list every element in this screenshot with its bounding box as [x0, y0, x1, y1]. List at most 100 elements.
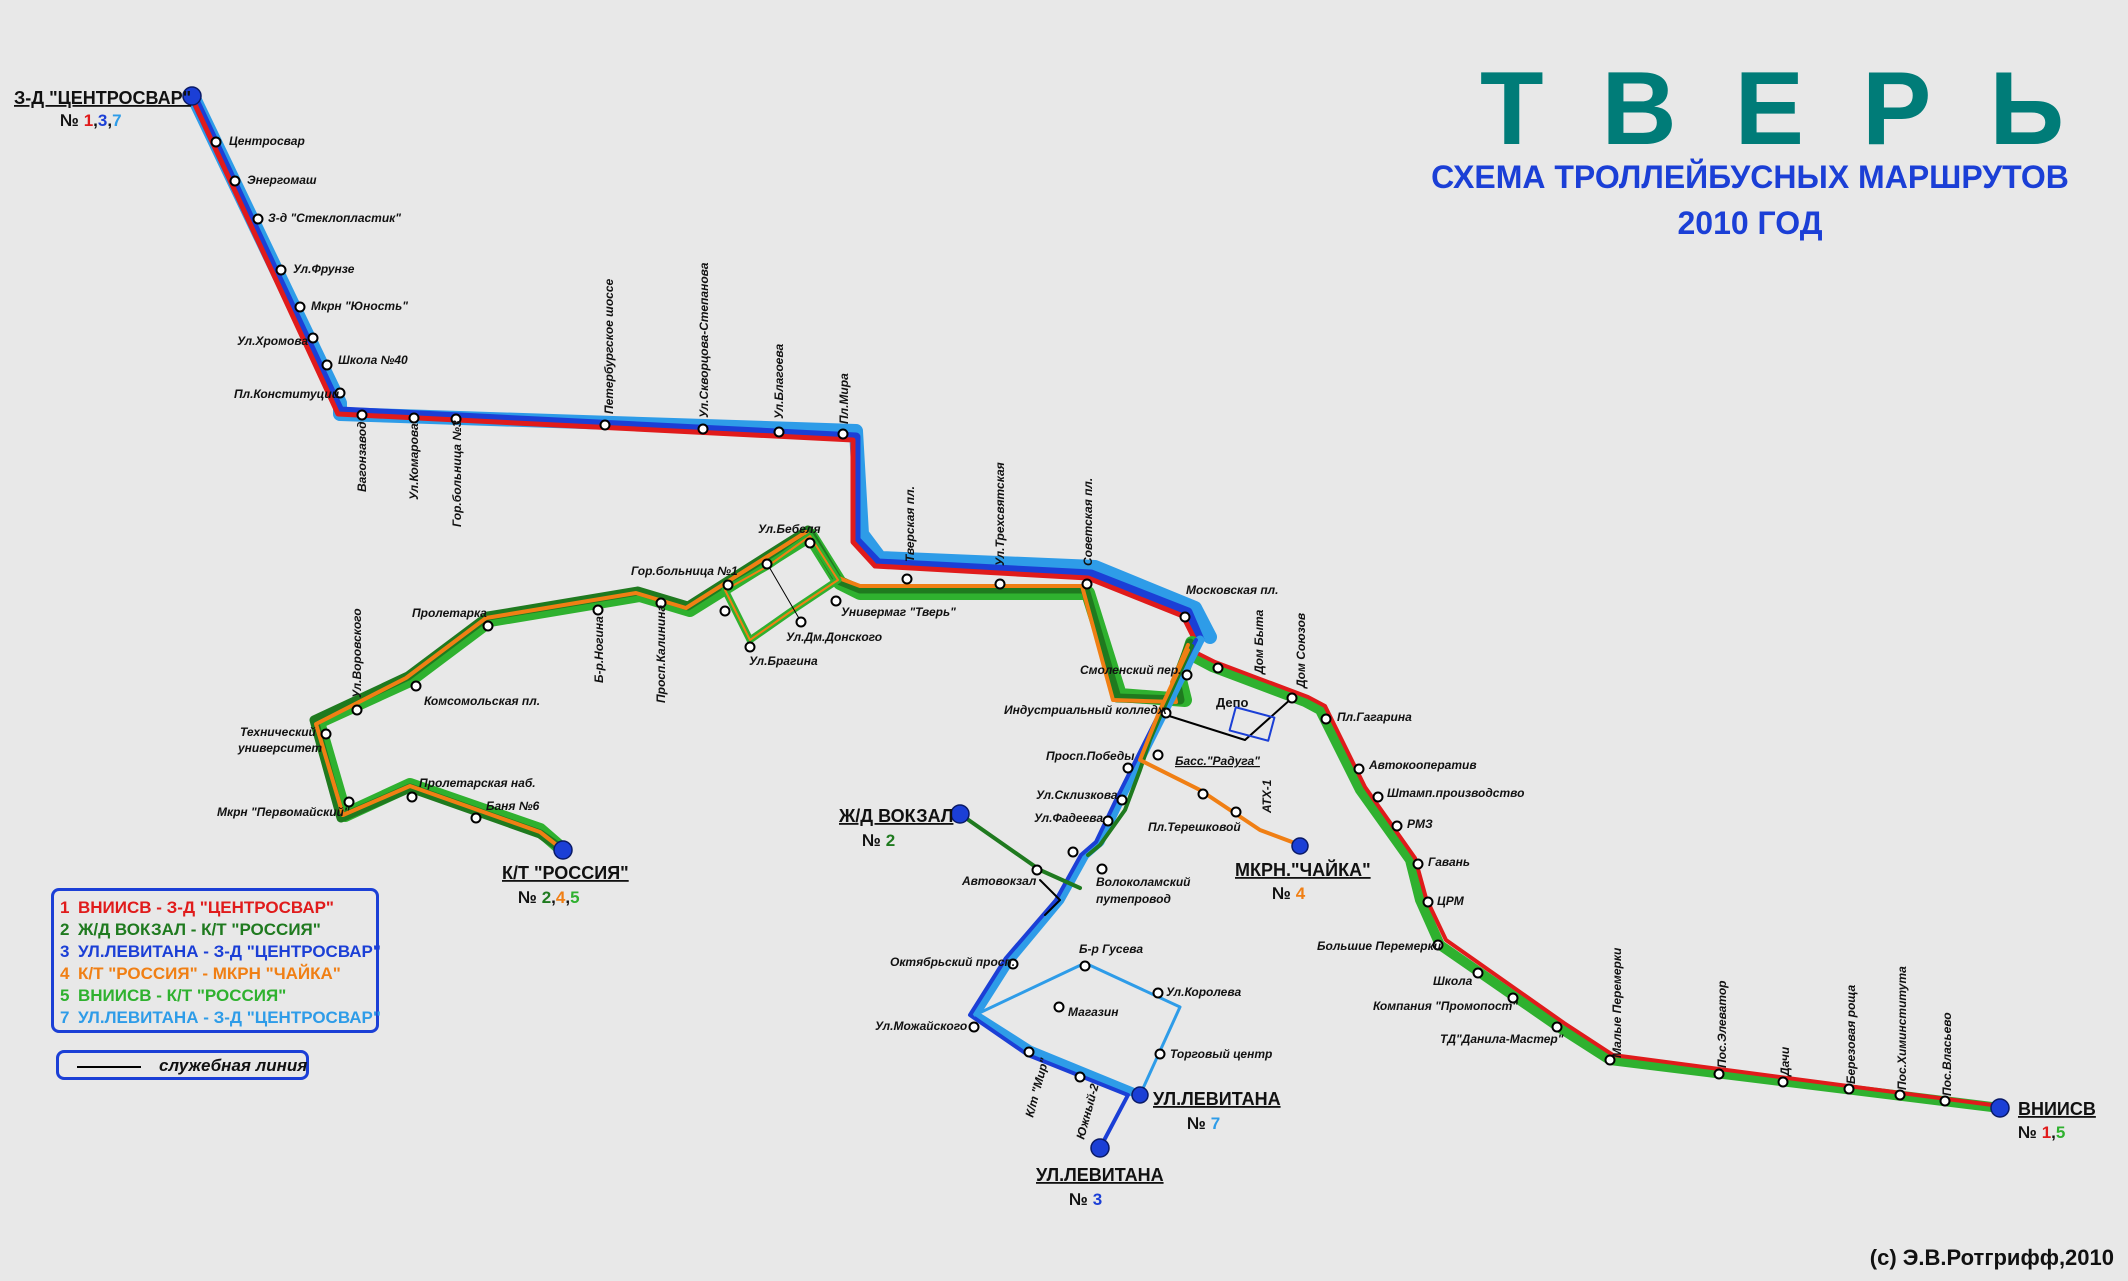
- stop-pobedy[interactable]: [1122, 762, 1134, 774]
- terminal-chayka-dot[interactable]: [1291, 837, 1309, 855]
- stop-berezovaya[interactable]: [1843, 1083, 1855, 1095]
- label-malye: Малые Перемерки: [1610, 947, 1624, 1058]
- stop-steklo[interactable]: [252, 213, 264, 225]
- stop-skvortsova[interactable]: [697, 423, 709, 435]
- stop-blagoeva[interactable]: [773, 426, 785, 438]
- stop-nogina[interactable]: [592, 604, 604, 616]
- stop-energomash[interactable]: [229, 175, 241, 187]
- stop-centrosvar[interactable]: [210, 136, 222, 148]
- terminal-levitana3-num: № 3: [1069, 1190, 1102, 1209]
- stop-volokolamsky[interactable]: [1096, 863, 1108, 875]
- stop-tsrm[interactable]: [1422, 896, 1434, 908]
- stop-rmz[interactable]: [1391, 820, 1403, 832]
- stop-vorovskogo[interactable]: [351, 704, 363, 716]
- stop-kalinina[interactable]: [655, 597, 667, 609]
- stop-donskogo[interactable]: [795, 616, 807, 628]
- stop-khiminstituta[interactable]: [1894, 1089, 1906, 1101]
- stop-atx[interactable]: [1230, 806, 1242, 818]
- stop-tverskaya[interactable]: [901, 573, 913, 585]
- stop-dachi[interactable]: [1777, 1076, 1789, 1088]
- stop-konstitutsii[interactable]: [334, 387, 346, 399]
- stop-banya6[interactable]: [470, 812, 482, 824]
- terminal-levitana3-dot[interactable]: [1090, 1138, 1110, 1158]
- stop-sklizkova[interactable]: [1116, 794, 1128, 806]
- stop-shkola[interactable]: [1472, 967, 1484, 979]
- stop-oktyabrsky[interactable]: [1007, 958, 1019, 970]
- label-dachi: Дачи: [1778, 1046, 1792, 1077]
- subtitle-line2: 2010 ГОД: [1677, 205, 1823, 241]
- label-sovetskaya: Советская пл.: [1081, 478, 1095, 566]
- stop-raduga[interactable]: [1152, 749, 1164, 761]
- stop-gusev[interactable]: [1079, 960, 1091, 972]
- label-shkola: Школа: [1433, 974, 1473, 988]
- stop-bragina[interactable]: [744, 641, 756, 653]
- stop-kt-mir[interactable]: [1023, 1046, 1035, 1058]
- stop-avtovokzal[interactable]: [1031, 864, 1043, 876]
- label-volokolamsky2: путепровод: [1096, 892, 1171, 906]
- stop-mozhayskogo[interactable]: [968, 1021, 980, 1033]
- stop-bebelya[interactable]: [804, 537, 816, 549]
- route-3-trunk: [188, 91, 1205, 645]
- stop-shtamp[interactable]: [1372, 791, 1384, 803]
- stop-gorbol1[interactable]: [722, 579, 734, 591]
- stop-avtokooperativ[interactable]: [1353, 763, 1365, 775]
- stop-yunost[interactable]: [294, 301, 306, 313]
- stop-komsomolskaya[interactable]: [410, 680, 422, 692]
- stop-promopost[interactable]: [1507, 992, 1519, 1004]
- stop-bragina-a[interactable]: [719, 605, 731, 617]
- label-shkola40: Школа №40: [338, 353, 408, 367]
- stop-trekhsvyat[interactable]: [994, 578, 1006, 590]
- terminal-levitana7-name: УЛ.ЛЕВИТАНА: [1153, 1089, 1281, 1109]
- route-lines: [186, 89, 2005, 1150]
- label-magazin: Магазин: [1068, 1005, 1119, 1019]
- stop-volokolamsky-b[interactable]: [1067, 846, 1079, 858]
- stop-industrial[interactable]: [1160, 707, 1172, 719]
- stop-mira[interactable]: [837, 428, 849, 440]
- stop-pervomaysky[interactable]: [343, 796, 355, 808]
- stop-gagarina[interactable]: [1320, 713, 1332, 725]
- stop-koroleva[interactable]: [1152, 987, 1164, 999]
- stop-vagonzavod[interactable]: [356, 409, 368, 421]
- stop-tech-univ[interactable]: [320, 728, 332, 740]
- loop-gorbol-chord: [767, 564, 801, 621]
- stop-labels: Центросвар Энергомаш З-д "Стеклопластик"…: [217, 134, 1954, 1141]
- stop-sovetskaya[interactable]: [1081, 578, 1093, 590]
- stop-bebelya-b[interactable]: [761, 558, 773, 570]
- stop-torgovy[interactable]: [1154, 1048, 1166, 1060]
- stop-proletarskaya[interactable]: [406, 791, 418, 803]
- stop-shkola40[interactable]: [321, 359, 333, 371]
- terminal-vokzal-dot[interactable]: [950, 804, 970, 824]
- subtitle-line1: СХЕМА ТРОЛЛЕЙБУСНЫХ МАРШРУТОВ: [1431, 159, 2069, 195]
- terminal-vniisv-dot[interactable]: [1990, 1098, 2010, 1118]
- label-industrial: Индустриальный колледж: [1004, 703, 1168, 717]
- stop-danila[interactable]: [1551, 1021, 1563, 1033]
- stop-smolensky[interactable]: [1181, 669, 1193, 681]
- stop-vlasyevo[interactable]: [1939, 1095, 1951, 1107]
- stop-proletarka[interactable]: [482, 620, 494, 632]
- stop-univermag[interactable]: [830, 595, 842, 607]
- stop-komarova[interactable]: [408, 412, 420, 424]
- terminal-centrosvar-dot[interactable]: [182, 86, 202, 106]
- stop-elevator[interactable]: [1713, 1068, 1725, 1080]
- stop-fadeeva[interactable]: [1102, 815, 1114, 827]
- stop-khromova[interactable]: [307, 332, 319, 344]
- stop-frunze[interactable]: [275, 264, 287, 276]
- stop-peterburg[interactable]: [599, 419, 611, 431]
- terminal-levitana7-dot[interactable]: [1131, 1086, 1149, 1104]
- stop-yuzhny2[interactable]: [1074, 1071, 1086, 1083]
- stop-malye[interactable]: [1604, 1054, 1616, 1066]
- stop-gavan[interactable]: [1412, 858, 1424, 870]
- stop-dombyta[interactable]: [1212, 662, 1224, 674]
- stop-tereshkovoy[interactable]: [1197, 788, 1209, 800]
- stop-magazin[interactable]: [1053, 1001, 1065, 1013]
- stop-moskovskaya[interactable]: [1179, 611, 1191, 623]
- stop-domsoyuzov[interactable]: [1286, 692, 1298, 704]
- label-khiminstituta: Пос.Химинститута: [1895, 966, 1909, 1090]
- stop-bolshie[interactable]: [1432, 939, 1444, 951]
- terminal-rossiya-dot[interactable]: [553, 840, 573, 860]
- label-tsrm: ЦРМ: [1437, 894, 1465, 908]
- route-5-east: [1190, 653, 2005, 1113]
- stop-gorbol3[interactable]: [450, 413, 462, 425]
